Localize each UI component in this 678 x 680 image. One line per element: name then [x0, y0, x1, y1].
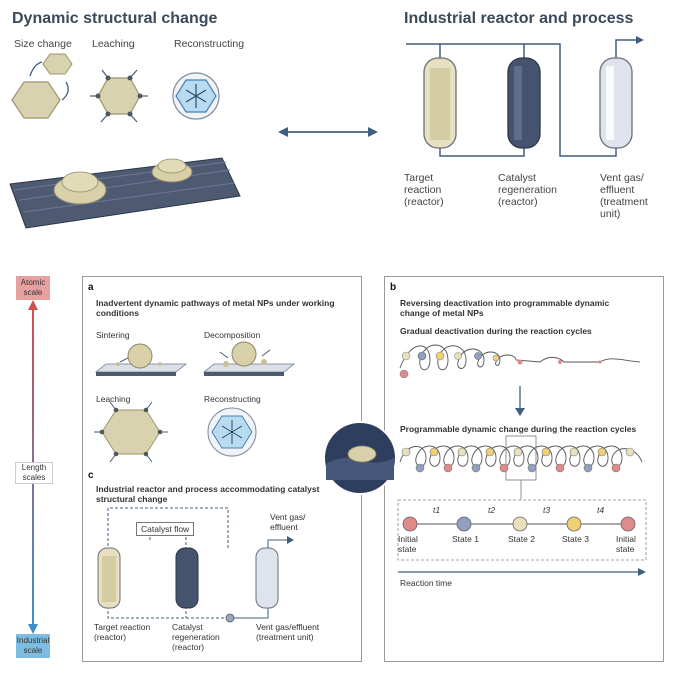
- cycle-dot: [527, 463, 537, 473]
- state-label: State 1: [452, 534, 479, 544]
- regeneration-reactor-c: [175, 547, 199, 609]
- atomic-scale-box: Atomic scale: [16, 276, 50, 300]
- panel-c-letter: c: [88, 470, 94, 481]
- panel-b-title: Reversing deactivation into programmable…: [400, 298, 610, 318]
- size-change-label: Size change: [14, 38, 72, 50]
- panel-b-letter: b: [390, 282, 397, 293]
- decomposition-particle: [231, 341, 257, 367]
- cycle-dot: [415, 463, 425, 473]
- regeneration-c-label: Catalyst regeneration (reactor): [172, 622, 220, 652]
- vent-c-label: Vent gas/ effluent: [270, 512, 306, 532]
- state-node: [512, 516, 528, 532]
- state-label: State 2: [508, 534, 535, 544]
- programmable-change-label: Programmable dynamic change during the r…: [400, 424, 637, 434]
- reconstructing-a-label: Reconstructing: [204, 394, 261, 404]
- cycle-dot: [443, 463, 453, 473]
- state-node: [620, 516, 636, 532]
- cycle-dot: [555, 463, 565, 473]
- small-hexagon: [42, 53, 73, 75]
- state-label: Initial state: [398, 534, 418, 554]
- state-node: [456, 516, 472, 532]
- state-label: Initial state: [616, 534, 636, 554]
- panel-a-title: Inadvertent dynamic pathways of metal NP…: [96, 298, 335, 318]
- catalyst-flow-label: Catalyst flow: [136, 522, 195, 536]
- cycle-dot: [429, 447, 439, 457]
- vent-gas-label: Vent gas/ effluent (treatment unit): [600, 172, 648, 220]
- time-interval-label: t2: [488, 505, 496, 515]
- state-chain-box: [397, 499, 647, 561]
- cycle-dot: [625, 447, 635, 457]
- cycle-dot: [597, 447, 607, 457]
- dynamic-change-title: Dynamic structural change: [12, 10, 218, 27]
- large-hexagon: [11, 81, 61, 119]
- cycle-dot: [457, 447, 467, 457]
- cycle-dot: [611, 463, 621, 473]
- zoom-circle: [323, 421, 397, 495]
- leaching-label: Leaching: [92, 38, 135, 50]
- reaction-time-label: Reaction time: [400, 578, 452, 588]
- state-label: State 3: [562, 534, 589, 544]
- time-interval-label: t4: [597, 505, 605, 515]
- cycle-dot: [569, 447, 579, 457]
- target-c-label: Target reaction (reactor): [94, 622, 151, 642]
- panel-c-title: Industrial reactor and process accommoda…: [96, 484, 320, 504]
- target-reaction-label: Target reaction (reactor): [404, 172, 444, 208]
- catalyst-regeneration-label: Catalyst regeneration (reactor): [498, 172, 557, 208]
- reconstructing-label: Reconstructing: [174, 38, 245, 50]
- industrial-title: Industrial reactor and process: [404, 10, 634, 27]
- length-scales-label: Length scales: [15, 462, 53, 484]
- decomposition-label: Decomposition: [204, 330, 261, 340]
- state-node: [402, 516, 418, 532]
- sintering-particle: [127, 343, 153, 369]
- vent-unit-c: [255, 547, 279, 609]
- panel-a-letter: a: [88, 282, 94, 293]
- cycle-dot: [583, 463, 593, 473]
- cycle-dot: [485, 447, 495, 457]
- cycle-dot: [541, 447, 551, 457]
- cycle-dot: [499, 463, 509, 473]
- state-node: [566, 516, 582, 532]
- cycle-dot: [401, 447, 411, 457]
- time-interval-label: t3: [543, 505, 551, 515]
- gradual-deactivation-label: Gradual deactivation during the reaction…: [400, 326, 592, 336]
- panel-a-c: [82, 276, 362, 662]
- cycle-dot: [513, 447, 523, 457]
- industrial-scale-box: Industrial scale: [16, 634, 50, 658]
- sintering-label: Sintering: [96, 330, 130, 340]
- vent-bottom-c-label: Vent gas/effluent (treatment unit): [256, 622, 320, 642]
- leaching-a-label: Leaching: [96, 394, 131, 404]
- cycle-dot: [471, 463, 481, 473]
- time-interval-label: t1: [433, 505, 441, 515]
